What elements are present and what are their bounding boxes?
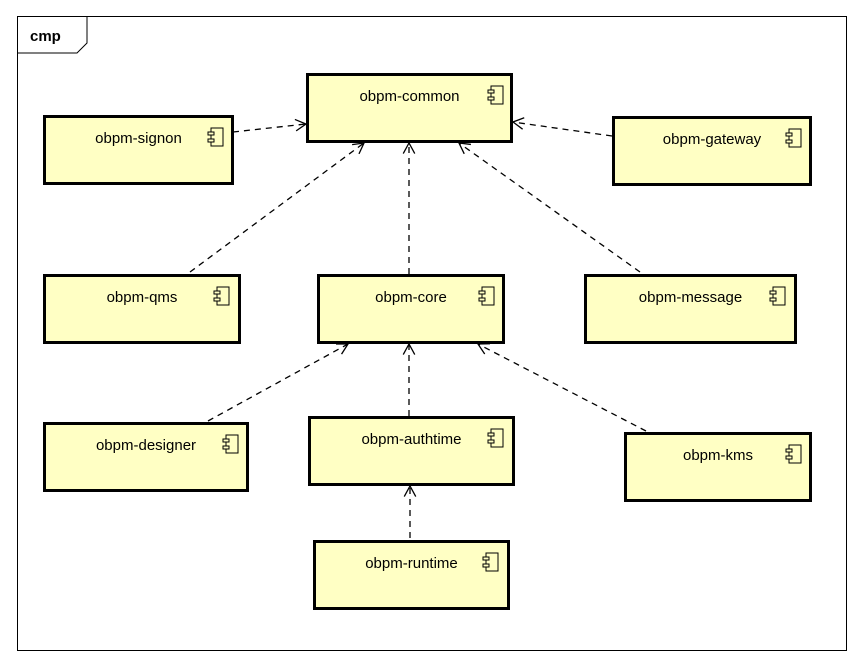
component-label: obpm-kms [682,447,753,464]
component-obpm-kms[interactable]: obpm-kms [624,432,812,502]
component-icon [487,85,504,105]
component-label: obpm-designer [95,437,197,454]
component-label: obpm-runtime [365,555,458,572]
arrowhead [511,117,525,130]
arrowhead [352,142,366,155]
component-icon [769,286,786,306]
diagram-frame [17,16,847,651]
arrowhead [402,342,416,355]
component-label: obpm-qms [106,289,178,306]
arrowhead [335,343,350,355]
dependency-designer-to-core [207,343,349,422]
dependency-gateway-to-common [512,121,613,137]
component-obpm-gateway[interactable]: obpm-gateway [612,116,812,186]
component-obpm-core[interactable]: obpm-core [317,274,505,344]
component-icon [785,444,802,464]
component-icon [487,428,504,448]
frame-tab [17,16,88,54]
component-obpm-signon[interactable]: obpm-signon [43,115,234,185]
component-icon [478,286,495,306]
dependency-kms-to-core [477,343,647,432]
component-obpm-authtime[interactable]: obpm-authtime [308,416,515,486]
component-label: obpm-core [375,289,447,306]
frame-label: cmp [30,28,61,45]
arrowhead [403,484,417,497]
component-label: obpm-common [359,88,460,105]
component-icon [785,128,802,148]
dependency-qms-to-common [189,142,365,273]
component-obpm-runtime[interactable]: obpm-runtime [313,540,510,610]
component-icon [213,286,230,306]
component-obpm-common[interactable]: obpm-common [306,73,513,143]
component-icon [482,552,499,572]
component-icon [207,127,224,147]
dependency-signon-to-common [232,123,307,133]
arrowhead [402,141,416,154]
dependency-message-to-common [458,142,641,273]
arrowhead [457,142,471,155]
component-label: obpm-signon [95,130,182,147]
component-icon [222,434,239,454]
component-label: obpm-message [638,289,743,306]
component-label: obpm-gateway [662,131,762,148]
component-label: obpm-authtime [361,431,462,448]
component-obpm-message[interactable]: obpm-message [584,274,797,344]
component-obpm-qms[interactable]: obpm-qms [43,274,241,344]
component-obpm-designer[interactable]: obpm-designer [43,422,249,492]
